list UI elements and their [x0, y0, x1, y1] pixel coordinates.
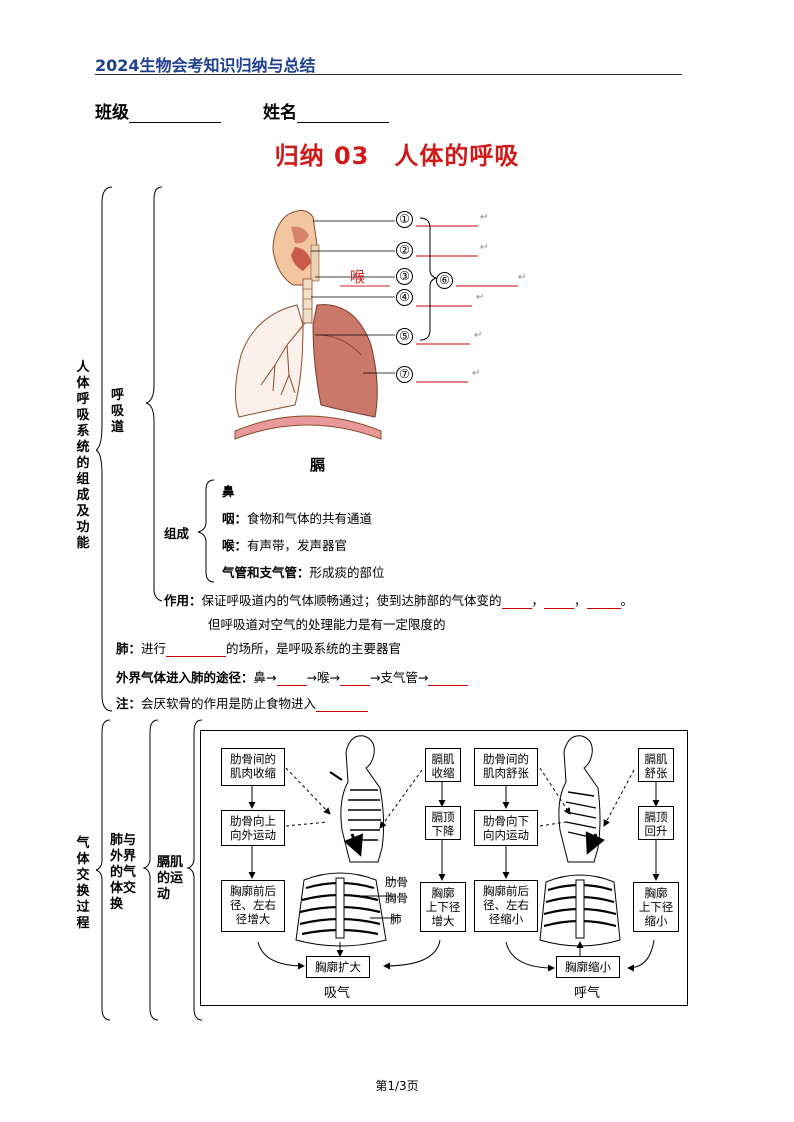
- note-line: 注：会厌软骨的作用是防止食物进入: [116, 693, 369, 712]
- blank-pharynx[interactable]: [276, 673, 307, 686]
- composition-item-larynx: 喉：有声带，发声器官: [222, 538, 348, 553]
- composition-item-trachea: 气管和支气管：形成痰的部位: [222, 565, 385, 580]
- class-blank[interactable]: [129, 106, 221, 123]
- exhale-box-intercostal-relax: 肋骨间的肌肉舒张: [474, 748, 538, 786]
- function-line-2: 但呼吸道对空气的处理能力是有一定限度的: [208, 617, 446, 632]
- lung-line: 肺：进行的场所，是呼吸系统的主要器官: [116, 641, 402, 657]
- return-mark: ↵: [480, 242, 489, 253]
- label-sternum: 胸骨: [385, 891, 408, 905]
- composition-item-pharynx: 咽：食物和气体的共有通道: [222, 511, 373, 526]
- class-field: 班级: [95, 98, 221, 123]
- blank-warm[interactable]: [501, 596, 532, 609]
- section2-label: 气 体 交 换 过 程: [76, 836, 90, 931]
- airway-label: 呼吸道: [111, 388, 131, 435]
- exhale-box-ribs-down: 肋骨向下向内运动: [474, 810, 538, 846]
- section2-braces: [96, 719, 203, 1021]
- exhale-box-dome-up: 膈顶回升: [638, 806, 674, 840]
- composition-label: 组成: [164, 526, 190, 541]
- header-title: 2024生物会考知识归纳与总结: [95, 56, 316, 75]
- blank-clean[interactable]: [586, 596, 621, 609]
- section1-braces: [96, 186, 163, 712]
- larynx-handwritten: 喉: [350, 268, 366, 286]
- blank-lung[interactable]: [428, 673, 469, 686]
- inhale-box-ribs-up: 肋骨向上向外运动: [221, 810, 285, 846]
- exhale-result: 胸廓缩小: [556, 956, 620, 978]
- marker-2: ②: [396, 242, 413, 259]
- marker-7: ⑦: [396, 366, 413, 383]
- return-mark: ↵: [480, 212, 489, 223]
- route-line: 外界气体进入肺的途径：鼻→→喉→→支气管→: [116, 667, 469, 686]
- return-mark: ↵: [472, 368, 481, 379]
- label-lung: 肺: [390, 912, 402, 926]
- name-label: 姓名: [263, 103, 297, 123]
- section2-sub-label: 肺与 外界 的气 体交 换: [110, 833, 137, 912]
- section1-label: 人 体 呼 吸 系 统 的 组 成 及 功 能: [76, 360, 90, 551]
- larynx-underline: [340, 285, 390, 287]
- blank-gas-exchange[interactable]: [166, 644, 227, 657]
- page-title: 归纳 03 人体的呼吸: [274, 142, 520, 170]
- inhale-box-intercostal-contract: 肋骨间的肌肉收缩: [221, 748, 285, 786]
- name-blank[interactable]: [297, 106, 389, 123]
- section2-muscle-label: 膈肌 的运 动: [157, 855, 184, 902]
- exhale-box-diaphragm-relax: 膈肌舒张: [638, 748, 674, 782]
- answer-lines: [416, 217, 518, 383]
- blank-trachea[interactable]: [339, 673, 370, 686]
- diaphragm-label: 膈: [310, 456, 326, 474]
- inhale-box-diaphragm-contract: 膈肌收缩: [425, 748, 461, 782]
- marker-4: ④: [396, 289, 413, 306]
- inhale-box-vertical-increase: 胸廓上下径增大: [420, 882, 466, 932]
- class-label: 班级: [95, 103, 129, 123]
- respiratory-system-diagram: [234, 210, 395, 440]
- page-number: 第1/3页: [375, 1079, 419, 1093]
- inhale-box-dome-down: 膈顶下降: [425, 806, 461, 840]
- return-mark: ↵: [474, 330, 483, 341]
- blank-trachea-note[interactable]: [316, 699, 369, 712]
- label-rib: 肋骨: [385, 875, 408, 889]
- return-mark: ↵: [518, 272, 527, 283]
- exhale-box-vertical-decrease: 胸廓上下径缩小: [633, 882, 679, 932]
- exhale-caption: 呼气: [574, 986, 601, 1001]
- header-divider: [95, 74, 682, 75]
- breathing-process-arrows: [248, 735, 660, 972]
- marker-5: ⑤: [396, 328, 413, 345]
- marker-1: ①: [396, 211, 413, 228]
- breathing-process-frame: [200, 730, 688, 1006]
- name-field: 姓名: [263, 98, 389, 123]
- blank-moist[interactable]: [544, 596, 575, 609]
- exhale-box-chest-narrow: 胸廓前后径、左右径缩小: [474, 880, 538, 932]
- composition-brace: [197, 479, 215, 583]
- inhale-caption: 吸气: [324, 986, 351, 1001]
- inhale-box-chest-widen: 胸廓前后径、左右径增大: [221, 880, 285, 932]
- marker-6: ⑥: [436, 272, 453, 289]
- function-line-1: 作用：保证呼吸道内的气体顺畅通过；使到达肺部的气体变的，，。: [164, 593, 634, 609]
- inhale-result: 胸廓扩大: [306, 956, 370, 978]
- composition-item-nose: 鼻: [222, 484, 235, 499]
- return-mark: ↵: [476, 292, 485, 303]
- marker-3: ③: [396, 268, 413, 285]
